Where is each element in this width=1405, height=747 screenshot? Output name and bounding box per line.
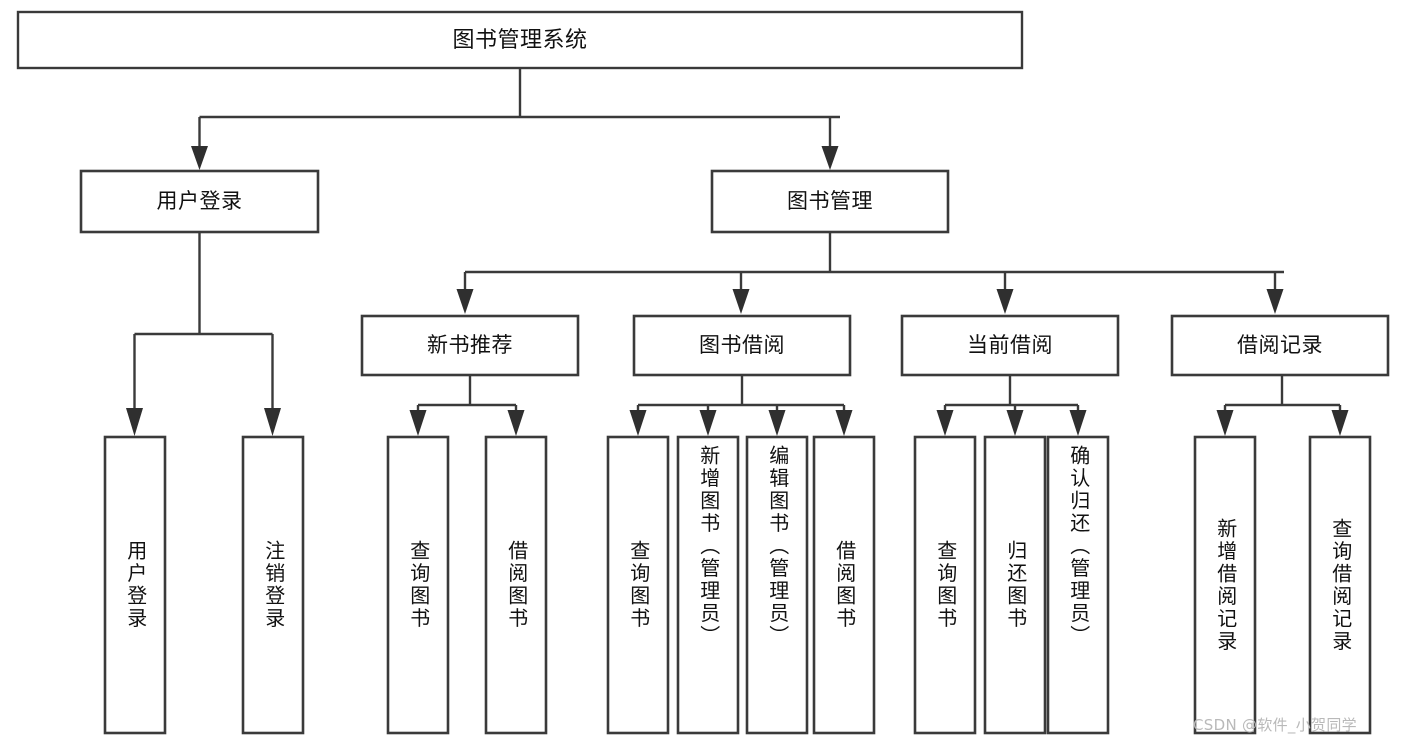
arrow-head-leaf-edit-book — [768, 410, 786, 436]
node-leaf-add-book-box[interactable] — [676, 435, 740, 735]
connector-group-borrow-record-children — [1216, 375, 1349, 436]
node-book-manage-label: 图书管理 — [787, 189, 873, 213]
connector-group-root-to-level1 — [191, 68, 840, 170]
node-root-label: 图书管理系统 — [452, 28, 587, 53]
connector-group-book-borrow-children — [629, 375, 853, 436]
node-leaf-borrow-book-2-box[interactable] — [812, 435, 876, 735]
arrow-head-leaf-borrow-book-1 — [507, 410, 525, 436]
node-new-book-rec[interactable]: 新书推荐 — [360, 314, 580, 377]
arrow-head-borrow-record — [1266, 289, 1284, 314]
node-root-box[interactable] — [16, 10, 1024, 70]
node-leaf-user-login-box[interactable] — [103, 435, 167, 735]
connector-group-current-borrow-children — [936, 375, 1087, 436]
arrow-head-leaf-query-record — [1331, 410, 1349, 436]
arrow-head-leaf-add-record — [1216, 410, 1234, 436]
arrow-head-user-login — [191, 146, 208, 170]
connector-group-user-login-children — [126, 232, 281, 436]
arrow-head-leaf-logout — [264, 408, 281, 436]
node-root[interactable]: 图书管理系统 — [16, 10, 1024, 70]
connector-group-book-manage-children — [456, 232, 1284, 314]
node-leaf-borrow-book-1-box[interactable] — [484, 435, 548, 735]
arrow-head-leaf-user-login — [126, 408, 143, 436]
node-leaf-edit-book-box[interactable] — [745, 435, 809, 735]
node-user-login[interactable]: 用户登录 — [79, 169, 320, 234]
node-new-book-rec-label: 新书推荐 — [427, 333, 513, 357]
node-book-manage[interactable]: 图书管理 — [710, 169, 950, 234]
arrow-head-current-borrow — [996, 289, 1014, 314]
node-current-borrow-box[interactable] — [900, 314, 1120, 377]
arrow-head-leaf-query-book-2 — [629, 410, 647, 436]
arrow-head-leaf-confirm-return — [1069, 410, 1087, 436]
connector-group-new-book-rec-children — [409, 375, 525, 436]
node-book-borrow[interactable]: 图书借阅 — [632, 314, 852, 377]
node-current-borrow-label: 当前借阅 — [967, 333, 1053, 357]
node-current-borrow[interactable]: 当前借阅 — [900, 314, 1120, 377]
csdn-watermark: CSDN @软件_小贺同学 — [1193, 716, 1357, 734]
node-user-login-label: 用户登录 — [157, 189, 243, 213]
node-leaf-query-book-2-box[interactable] — [606, 435, 670, 735]
node-leaf-return-book-box[interactable] — [983, 435, 1047, 735]
arrow-head-leaf-return-book — [1006, 410, 1024, 436]
arrow-head-leaf-query-book-1 — [409, 410, 427, 436]
node-leaf-confirm-return-box[interactable] — [1046, 435, 1110, 735]
node-leaf-query-record-box[interactable] — [1308, 435, 1372, 735]
arrow-head-leaf-borrow-book-2 — [835, 410, 853, 436]
arrow-head-book-borrow — [732, 289, 750, 314]
arrow-head-leaf-add-book — [699, 410, 717, 436]
node-leaf-query-book-1-box[interactable] — [386, 435, 450, 735]
node-book-borrow-box[interactable] — [632, 314, 852, 377]
node-leaf-logout-box[interactable] — [241, 435, 305, 735]
node-leaf-add-record-box[interactable] — [1193, 435, 1257, 735]
arrow-head-new-book-rec — [456, 289, 474, 314]
node-leaf-query-book-3-box[interactable] — [913, 435, 977, 735]
node-new-book-rec-box[interactable] — [360, 314, 580, 377]
node-borrow-record-box[interactable] — [1170, 314, 1390, 377]
node-borrow-record[interactable]: 借阅记录 — [1170, 314, 1390, 377]
node-user-login-box[interactable] — [79, 169, 320, 234]
arrow-head-leaf-query-book-3 — [936, 410, 954, 436]
node-borrow-record-label: 借阅记录 — [1237, 333, 1323, 357]
node-book-manage-box[interactable] — [710, 169, 950, 234]
node-book-borrow-label: 图书借阅 — [699, 333, 785, 357]
arrow-head-book-manage — [821, 146, 839, 170]
